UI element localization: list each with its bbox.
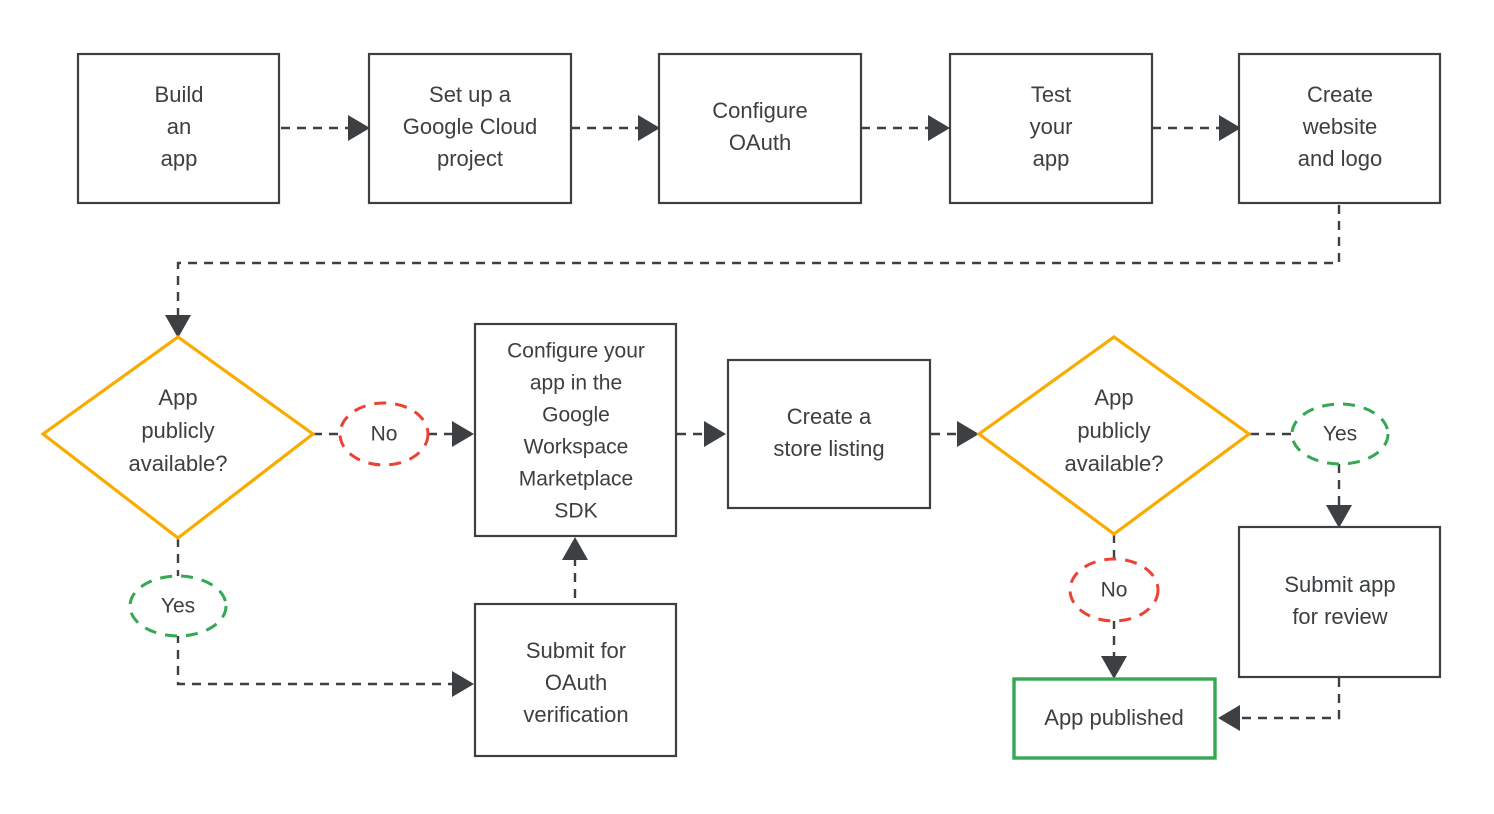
node-sdk-line-4: Marketplace: [519, 468, 633, 491]
edge-website-to-decision-left: [165, 205, 1341, 338]
node-submit-review-line-0: Submit app: [1284, 572, 1395, 597]
node-build-an-app-line-1: an: [167, 114, 191, 139]
node-submit-review-line-1: for review: [1292, 604, 1387, 629]
edge-label-left-yes: Yes: [128, 574, 228, 638]
node-app-publicly-available-left[interactable]: App publicly available?: [40, 335, 316, 541]
edge-decision-left-no: [313, 421, 474, 447]
edge-label-left-no: No: [338, 401, 430, 467]
node-create-website-line-1: website: [1302, 114, 1378, 139]
node-configure-app-in-marketplace-sdk[interactable]: Configure your app in the Google Workspa…: [473, 322, 678, 538]
node-set-up-a-google-cloud-project[interactable]: Set up a Google Cloud project: [367, 52, 573, 205]
edge-build-to-setup: [281, 115, 370, 141]
node-create-website-line-2: and logo: [1298, 146, 1382, 171]
node-oauth-verif-line-0: Submit for: [526, 638, 626, 663]
node-decision-right-line-1: publicly: [1077, 418, 1150, 443]
node-configure-oauth-line-0: Configure: [712, 98, 807, 123]
edge-label-right-yes-text: Yes: [1323, 423, 1357, 446]
node-decision-right-line-0: App: [1094, 385, 1133, 410]
node-configure-oauth[interactable]: Configure OAuth: [657, 52, 863, 205]
node-oauth-verif-line-2: verification: [523, 702, 628, 727]
node-sdk-line-0: Configure your: [507, 340, 645, 363]
edge-setup-to-oauth: [571, 115, 660, 141]
edge-label-right-yes: Yes: [1290, 402, 1390, 466]
node-test-your-app-line-1: your: [1030, 114, 1073, 139]
edge-decision-right-yes: [1250, 432, 1352, 528]
node-decision-left-line-0: App: [158, 385, 197, 410]
edge-test-to-website: [1152, 115, 1241, 141]
edge-oauth-to-test: [861, 115, 950, 141]
node-submit-for-oauth-verification[interactable]: Submit for OAuth verification: [473, 602, 678, 758]
node-configure-oauth-line-1: OAuth: [729, 130, 791, 155]
node-store-listing-line-0: Create a: [787, 404, 872, 429]
node-sdk-line-3: Workspace: [524, 436, 629, 459]
node-decision-right-line-2: available?: [1064, 451, 1163, 476]
node-decision-left-line-1: publicly: [141, 418, 214, 443]
node-decision-left-line-2: available?: [128, 451, 227, 476]
node-create-website-line-0: Create: [1307, 82, 1373, 107]
edge-decision-right-no: [1101, 534, 1127, 679]
node-setup-line-0: Set up a: [429, 82, 512, 107]
node-sdk-line-1: app in the: [530, 372, 622, 395]
edge-oauthverif-to-sdk: [562, 537, 588, 630]
node-build-an-app[interactable]: Build an app: [76, 52, 281, 205]
node-app-publicly-available-right[interactable]: App publicly available?: [976, 335, 1252, 536]
node-store-listing-line-1: store listing: [773, 436, 884, 461]
edge-label-left-no-text: No: [371, 423, 398, 446]
connectors: [165, 115, 1352, 731]
node-build-an-app-line-0: Build: [155, 82, 204, 107]
edge-label-right-no-text: No: [1101, 579, 1128, 602]
node-setup-line-2: project: [437, 146, 503, 171]
edge-review-to-published: [1218, 678, 1341, 731]
node-oauth-verif-line-1: OAuth: [545, 670, 607, 695]
node-setup-line-1: Google Cloud: [403, 114, 538, 139]
node-sdk-line-2: Google: [542, 404, 610, 427]
node-create-a-store-listing[interactable]: Create a store listing: [726, 358, 932, 510]
node-test-your-app-line-0: Test: [1031, 82, 1071, 107]
node-app-published-label: App published: [1044, 705, 1183, 730]
node-app-published[interactable]: App published: [1012, 677, 1217, 760]
node-test-your-app-line-2: app: [1033, 146, 1070, 171]
node-build-an-app-line-2: app: [161, 146, 198, 171]
node-sdk-line-5: SDK: [554, 500, 597, 523]
edge-decision-left-yes: [176, 538, 474, 697]
edge-label-left-yes-text: Yes: [161, 595, 195, 618]
node-submit-app-for-review[interactable]: Submit app for review: [1237, 525, 1442, 679]
edge-storelisting-to-decision-right: [931, 421, 979, 447]
node-create-website-and-logo[interactable]: Create website and logo: [1237, 52, 1442, 205]
edge-label-right-no: No: [1068, 557, 1160, 623]
edge-sdk-to-storelisting: [677, 421, 726, 447]
node-test-your-app[interactable]: Test your app: [948, 52, 1154, 205]
